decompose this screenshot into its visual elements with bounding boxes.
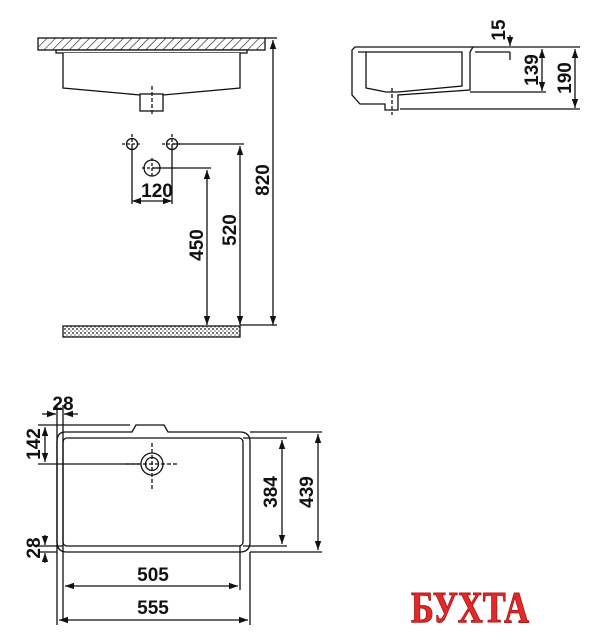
countertop [37, 37, 266, 51]
dim-rim: 15 [489, 19, 510, 41]
dim-inner-width: 505 [137, 565, 169, 586]
dimension-labels: 120 450 520 820 15 139 190 28 142 28 384… [24, 19, 576, 619]
drain-pipe [139, 93, 164, 112]
dim-tap-spacing: 120 [141, 181, 173, 202]
dim-tap-height: 520 [220, 214, 241, 246]
dim-outer-width: 555 [137, 598, 169, 619]
floor [62, 325, 241, 338]
dim-edge-bottom: 28 [24, 537, 45, 558]
plan-view [38, 405, 322, 625]
dim-inner-depth: 384 [261, 476, 282, 508]
brand-logo: БУХТА [411, 583, 529, 632]
front-view [37, 37, 277, 338]
dim-bowl-depth: 139 [522, 54, 543, 86]
dim-total-height: 190 [555, 62, 576, 94]
dim-drain-height: 450 [187, 229, 208, 261]
dim-edge-top: 28 [52, 394, 73, 415]
dim-outer-depth: 439 [297, 476, 318, 508]
dim-counter-height: 820 [253, 164, 274, 196]
side-view [351, 35, 580, 115]
dim-drain-offset: 142 [24, 428, 45, 460]
basin-outline [56, 424, 251, 553]
